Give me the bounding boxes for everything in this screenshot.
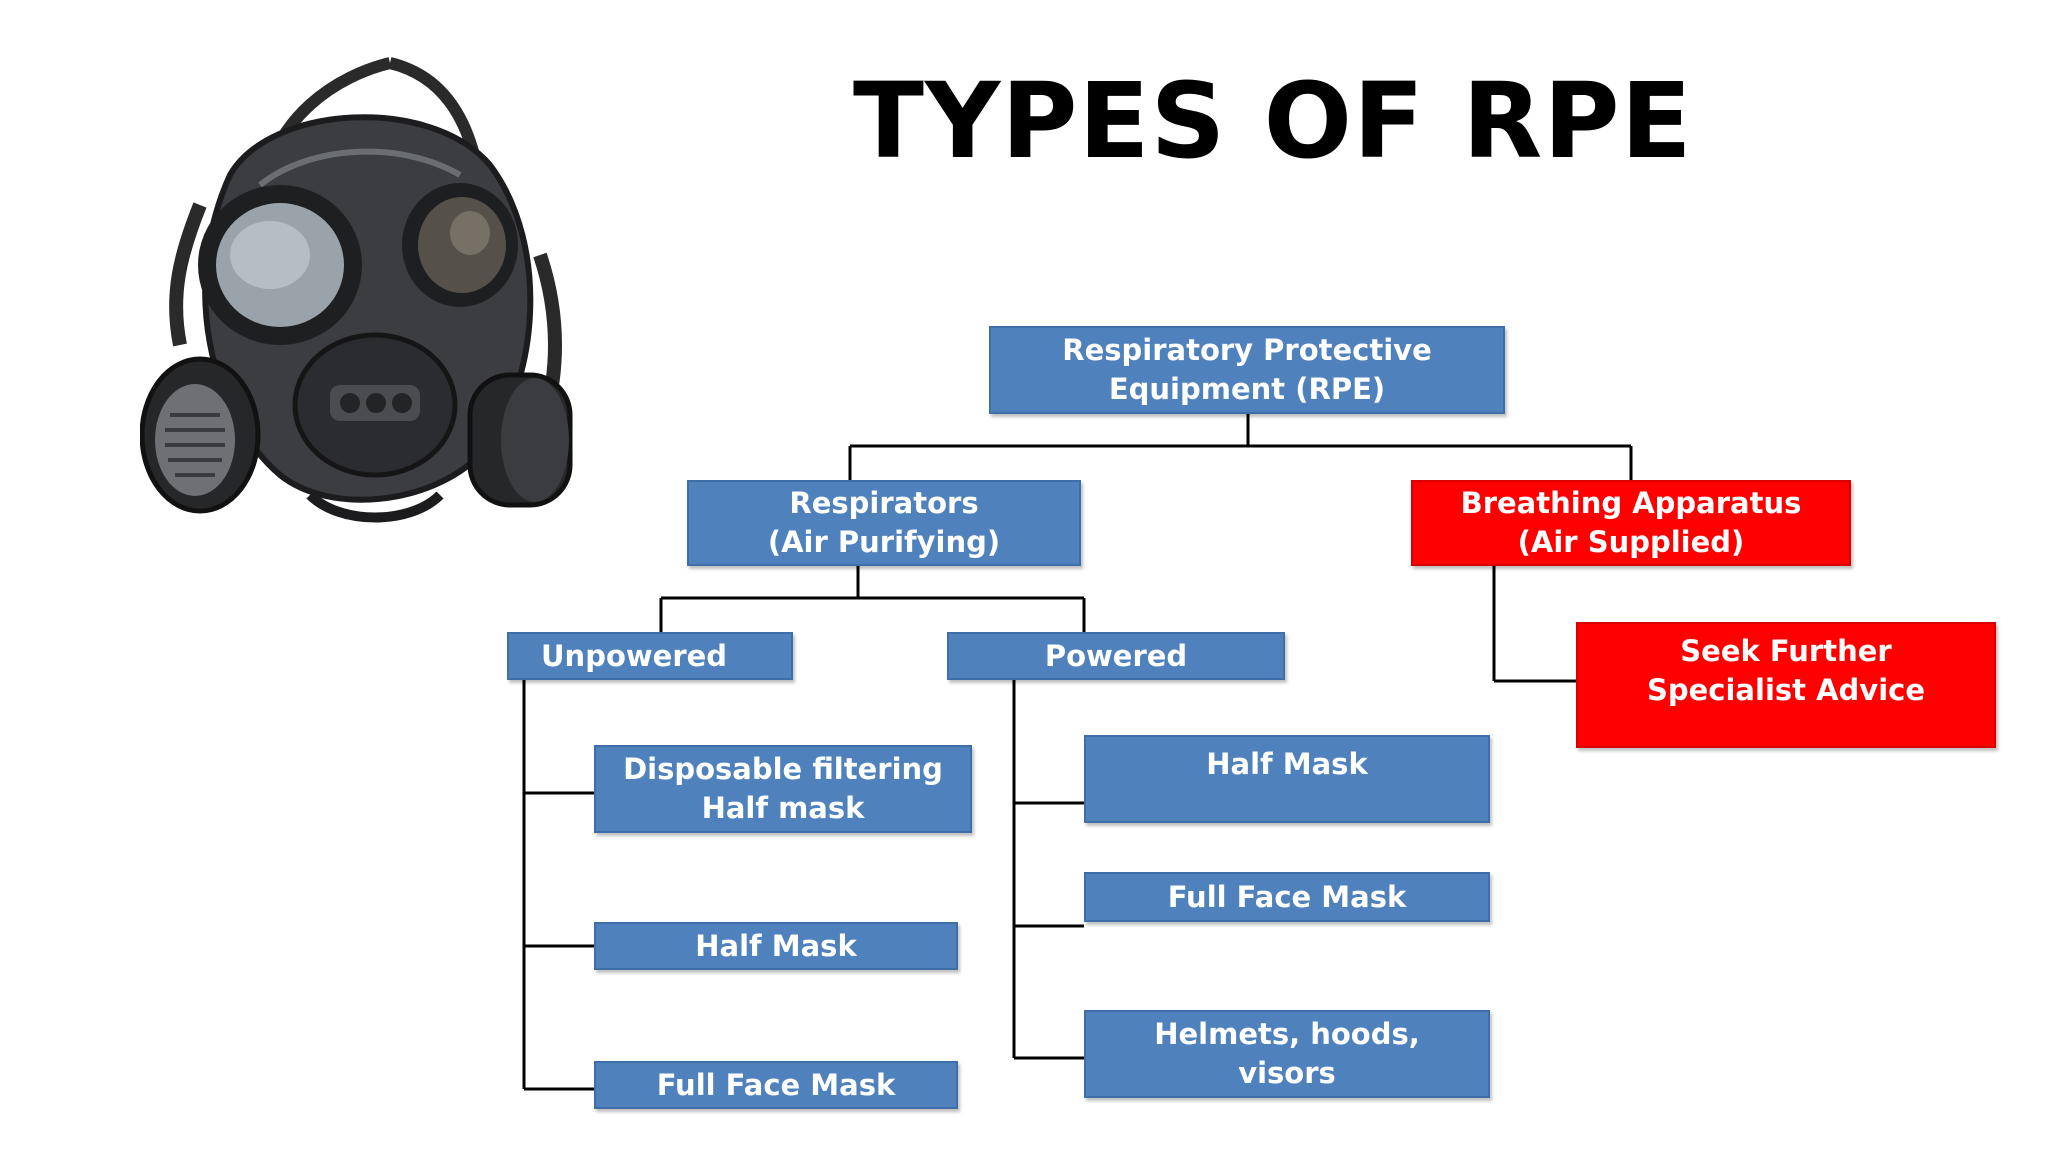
node-specialist-advice: Seek Further Specialist Advice [1576,622,1996,748]
page-title: TYPES OF RPE [853,60,1693,182]
node-powered-item-3: Helmets, hoods, visors [1084,1010,1490,1098]
node-unpowered: Unpowered [507,632,793,680]
node-breathing-apparatus: Breathing Apparatus (Air Supplied) [1411,480,1851,566]
node-respirators: Respirators (Air Purifying) [687,480,1081,566]
node-unpowered-item-2: Half Mask [594,922,958,970]
node-unpowered-item-1: Disposable filtering Half mask [594,745,972,833]
gas-mask-icon [140,57,573,523]
node-unpowered-item-3: Full Face Mask [594,1061,958,1109]
node-rpe: Respiratory Protective Equipment (RPE) [989,326,1505,414]
node-powered-item-1: Half Mask [1084,735,1490,823]
node-powered: Powered [947,632,1285,680]
node-powered-item-2: Full Face Mask [1084,872,1490,922]
